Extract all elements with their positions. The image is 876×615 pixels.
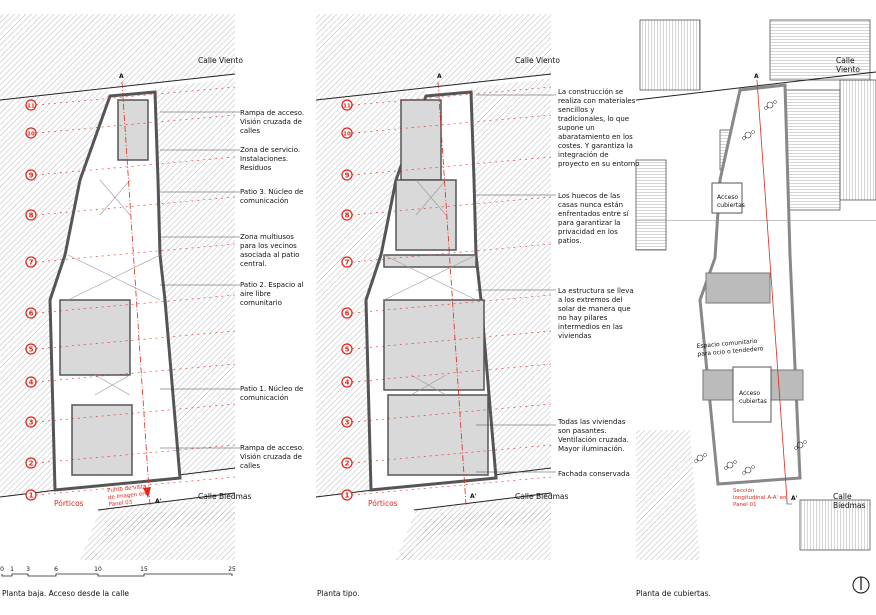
svg-text:9: 9 (345, 172, 350, 180)
svg-text:8: 8 (345, 212, 350, 220)
svg-text:1: 1 (345, 492, 350, 500)
scale-tick-label: 15 (140, 566, 148, 573)
axis-marker-6: 6 (25, 307, 37, 319)
porticos-label: Pórticos (368, 499, 398, 508)
axis-marker-11: 11 (25, 99, 37, 111)
svg-text:8: 8 (29, 212, 34, 220)
svg-text:4: 4 (345, 379, 350, 387)
svg-text:2: 2 (345, 460, 350, 468)
axis-marker-10: 10 (25, 127, 37, 139)
svg-text:7: 7 (29, 259, 34, 267)
axis-marker-5: 5 (25, 343, 37, 355)
section-note: Sección longitudinal A-A' en Panel 01 (733, 488, 787, 508)
axis-marker-10: 10 (341, 127, 353, 139)
svg-text:10: 10 (27, 132, 35, 138)
axis-marker-4: 4 (341, 376, 353, 388)
scale-tick-label: 3 (26, 566, 30, 573)
caption-planta-baja: Planta baja. Acceso desde la calle (2, 589, 130, 598)
svg-text:10: 10 (343, 132, 351, 138)
svg-text:4: 4 (29, 379, 34, 387)
note-estructura: La estructura se lleva a los extremos de… (558, 287, 634, 340)
axis-marker-3: 3 (25, 416, 37, 428)
note-fachada: Fachada conservada (558, 470, 630, 478)
svg-text:2: 2 (29, 460, 34, 468)
axis-marker-2: 2 (341, 457, 353, 469)
street-label-calle-biedmas: Calle Biedmas (515, 492, 569, 501)
svg-text:11: 11 (27, 104, 35, 110)
svg-text:3: 3 (29, 419, 34, 427)
plan-roof (635, 14, 876, 560)
axis-marker-7: 7 (25, 256, 37, 268)
scale-tick-label: 25 (228, 566, 236, 573)
plan-ground-floor: 1 2 3 4 5 6 7 8 9 10 11 (0, 14, 240, 560)
section-mark-a-prime: A' (470, 493, 477, 500)
note-zona-multiusos: Zona multiusos para los vecinos asociada… (240, 233, 300, 268)
note-patio-1: Patio 1. Núcleo de comunicación (240, 385, 304, 402)
axis-marker-9: 9 (341, 169, 353, 181)
svg-text:6: 6 (29, 310, 34, 318)
axis-marker-2: 2 (25, 457, 37, 469)
note-patio-2: Patio 2. Espacio al aire libre comunitar… (240, 281, 304, 307)
scale-tick-label: 6 (54, 566, 58, 573)
street-label-calle-viento: Calle Viento (198, 56, 243, 65)
street-label-calle-viento: Calle Viento (836, 56, 860, 74)
section-mark-a: A (119, 73, 124, 80)
porticos-label: Pórticos (54, 499, 84, 508)
axis-marker-8: 8 (25, 209, 37, 221)
note-zona-servicio: Zona de servicio. Instalaciones. Residuo… (240, 146, 301, 172)
svg-text:7: 7 (345, 259, 350, 267)
axis-marker-5: 5 (341, 343, 353, 355)
roof-access-label-south: Acceso cubiertas (739, 390, 767, 405)
note-construccion: La construcción se realiza con materiale… (558, 88, 640, 168)
street-label-calle-viento: Calle Viento (515, 56, 560, 65)
scale-tick-label: 0 (0, 566, 4, 573)
scale-tick-label: 1 (10, 566, 14, 573)
roof-access-label-north: Acceso cubiertas (717, 194, 745, 209)
svg-text:6: 6 (345, 310, 350, 318)
svg-text:9: 9 (29, 172, 34, 180)
note-rampa-acceso-sur: Rampa de acceso. Visión cruzada de calle… (240, 444, 305, 470)
street-label-calle-biedmas: Calle Biedmas (198, 492, 252, 501)
axis-marker-9: 9 (25, 169, 37, 181)
svg-text:5: 5 (29, 346, 34, 354)
note-patio-3: Patio 3. Núcleo de comunicación (240, 188, 304, 205)
axis-marker-11: 11 (341, 99, 353, 111)
note-viviendas-pasantes: Todas las viviendas son pasantes. Ventil… (558, 418, 629, 453)
axis-marker-4: 4 (25, 376, 37, 388)
plan-typical-floor: 1 2 3 4 5 6 7 8 9 10 11 (315, 14, 556, 560)
caption-planta-tipo: Planta tipo. (317, 589, 360, 598)
axis-marker-1: 1 (25, 489, 37, 501)
axis-marker-8: 8 (341, 209, 353, 221)
axis-marker-1: 1 (341, 489, 353, 501)
section-mark-a: A (437, 73, 442, 80)
caption-planta-cubiertas: Planta de cubiertas. (636, 589, 711, 598)
section-mark-a-prime: A' (791, 495, 798, 502)
svg-text:11: 11 (343, 104, 351, 110)
scale-tick-label: 10 (94, 566, 102, 573)
axis-marker-3: 3 (341, 416, 353, 428)
note-huecos: Los huecos de las casas nunca están enfr… (558, 192, 629, 245)
section-mark-a: A (754, 73, 759, 80)
svg-text:5: 5 (345, 346, 350, 354)
svg-text:1: 1 (29, 492, 34, 500)
note-rampa-acceso-norte: Rampa de acceso. Visión cruzada de calle… (240, 109, 305, 135)
svg-text:3: 3 (345, 419, 350, 427)
axis-marker-6: 6 (341, 307, 353, 319)
section-mark-a-prime: A' (155, 498, 162, 505)
street-label-calle-biedmas: Calle Biedmas (833, 492, 866, 510)
axis-marker-7: 7 (341, 256, 353, 268)
viewpoint-note: Punto de vista de Imagen en Panel 03 (107, 484, 147, 509)
